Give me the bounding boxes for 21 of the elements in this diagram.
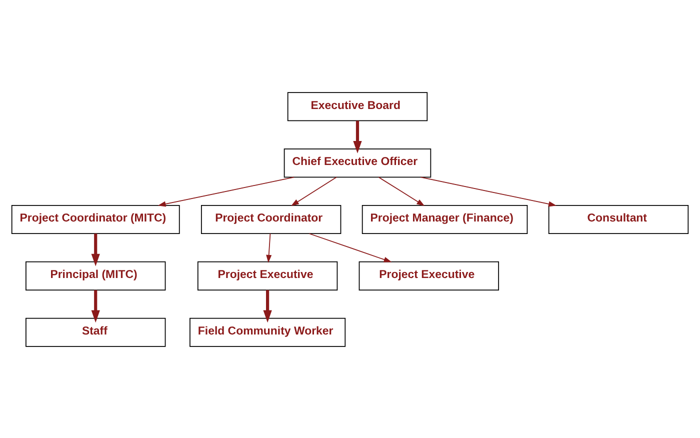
- arrow: [308, 232, 392, 262]
- arrow: [290, 176, 338, 206]
- node-box: Project Coordinator (MITC): [11, 204, 180, 234]
- node-box: Chief Executive Officer: [284, 148, 432, 178]
- arrow: [378, 176, 425, 206]
- arrow: [91, 290, 100, 322]
- node-box: Project Manager (Finance): [362, 204, 528, 234]
- arrow: [91, 233, 100, 266]
- arrow: [263, 290, 272, 322]
- node-box: Project Coordinator: [200, 204, 342, 234]
- arrow: [158, 176, 295, 206]
- arrow: [420, 176, 557, 206]
- node-box: Field Community Worker: [190, 317, 346, 346]
- arrow: [353, 120, 362, 153]
- node-box: Executive Board: [287, 92, 428, 121]
- arrow: [266, 232, 272, 262]
- node-box: Staff: [26, 317, 166, 346]
- node-box: Principal (MITC): [26, 260, 166, 290]
- node-box: Project Executive: [197, 260, 338, 290]
- node-box: Project Executive: [358, 260, 500, 290]
- node-box: Consultant: [548, 204, 689, 234]
